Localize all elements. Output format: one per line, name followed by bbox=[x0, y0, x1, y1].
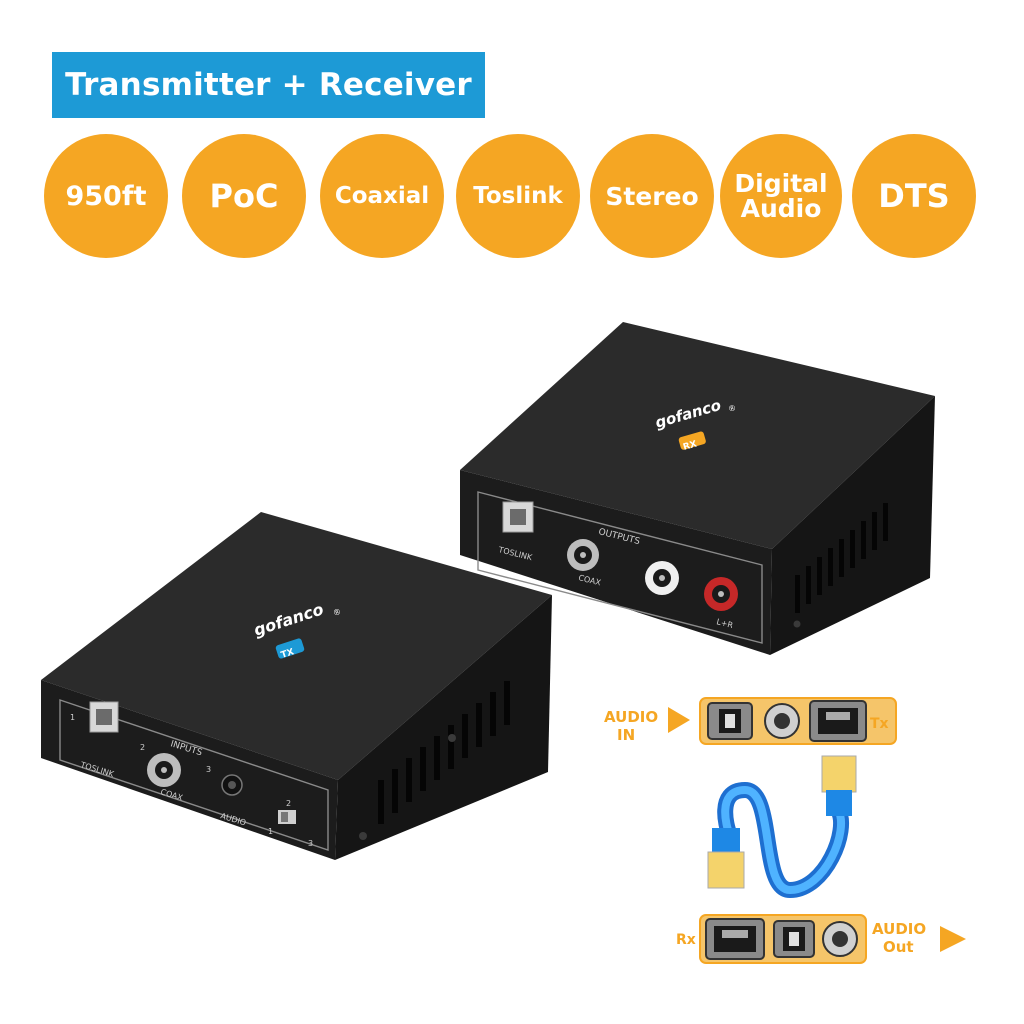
badge-toslink: Toslink bbox=[456, 134, 580, 258]
badge-poc: PoC bbox=[182, 134, 306, 258]
audio-out-arrow-icon bbox=[940, 926, 966, 952]
tx-model-tag bbox=[275, 638, 305, 659]
audio-in-label-line2: IN bbox=[617, 726, 635, 744]
rx-registered-mark: ® bbox=[727, 403, 737, 414]
toslink-icon bbox=[725, 714, 735, 728]
badge-dts: DTS bbox=[852, 134, 976, 258]
tx-unit: 1 TOSLINK 2 INPUTS COAX 3 AUDIO 2 1 3 go… bbox=[41, 512, 552, 860]
tx-port3-number: 3 bbox=[206, 765, 211, 774]
toslink-out-icon bbox=[789, 932, 799, 946]
rx-lr-label: L+R bbox=[716, 617, 735, 630]
rx-unit: OUTPUTS TOSLINK COAX L+R gofanco ® RX bbox=[460, 322, 935, 655]
audio-in-arrow-icon bbox=[668, 707, 690, 733]
tx-port1-number: 1 bbox=[70, 713, 75, 722]
tx-switch-label-3: 3 bbox=[308, 839, 313, 848]
rx-model-text: RX bbox=[682, 439, 698, 452]
title-banner: Transmitter + Receiver bbox=[52, 52, 485, 118]
tx-switch-label-1: 1 bbox=[268, 827, 273, 836]
tx-switch-label-2: 2 bbox=[286, 799, 291, 808]
audio-in-label-line1: AUDIO bbox=[604, 708, 658, 726]
rx-model-tag bbox=[678, 431, 706, 450]
rj45-plug-bottom-icon bbox=[707, 851, 745, 889]
badge-950ft: 950ft bbox=[44, 134, 168, 258]
connection-diagram: AUDIO IN Tx Rx AUDIO Out bbox=[604, 697, 966, 964]
badge-coaxial: Coaxial bbox=[320, 134, 444, 258]
audio-out-label-line1: AUDIO bbox=[872, 920, 926, 938]
rj45-plug-top-icon bbox=[821, 755, 857, 793]
rx-label: Rx bbox=[676, 932, 696, 948]
tx-port2-number: 2 bbox=[140, 743, 145, 752]
rx-toslink-port bbox=[502, 501, 534, 533]
tx-label: Tx bbox=[870, 716, 889, 732]
badge-digital-audio: Digital Audio bbox=[720, 134, 842, 258]
audio-out-label-line2: Out bbox=[883, 938, 914, 956]
tx-registered-mark: ® bbox=[332, 607, 342, 618]
badge-stereo: Stereo bbox=[590, 134, 714, 258]
tx-model-text: TX bbox=[280, 647, 296, 661]
